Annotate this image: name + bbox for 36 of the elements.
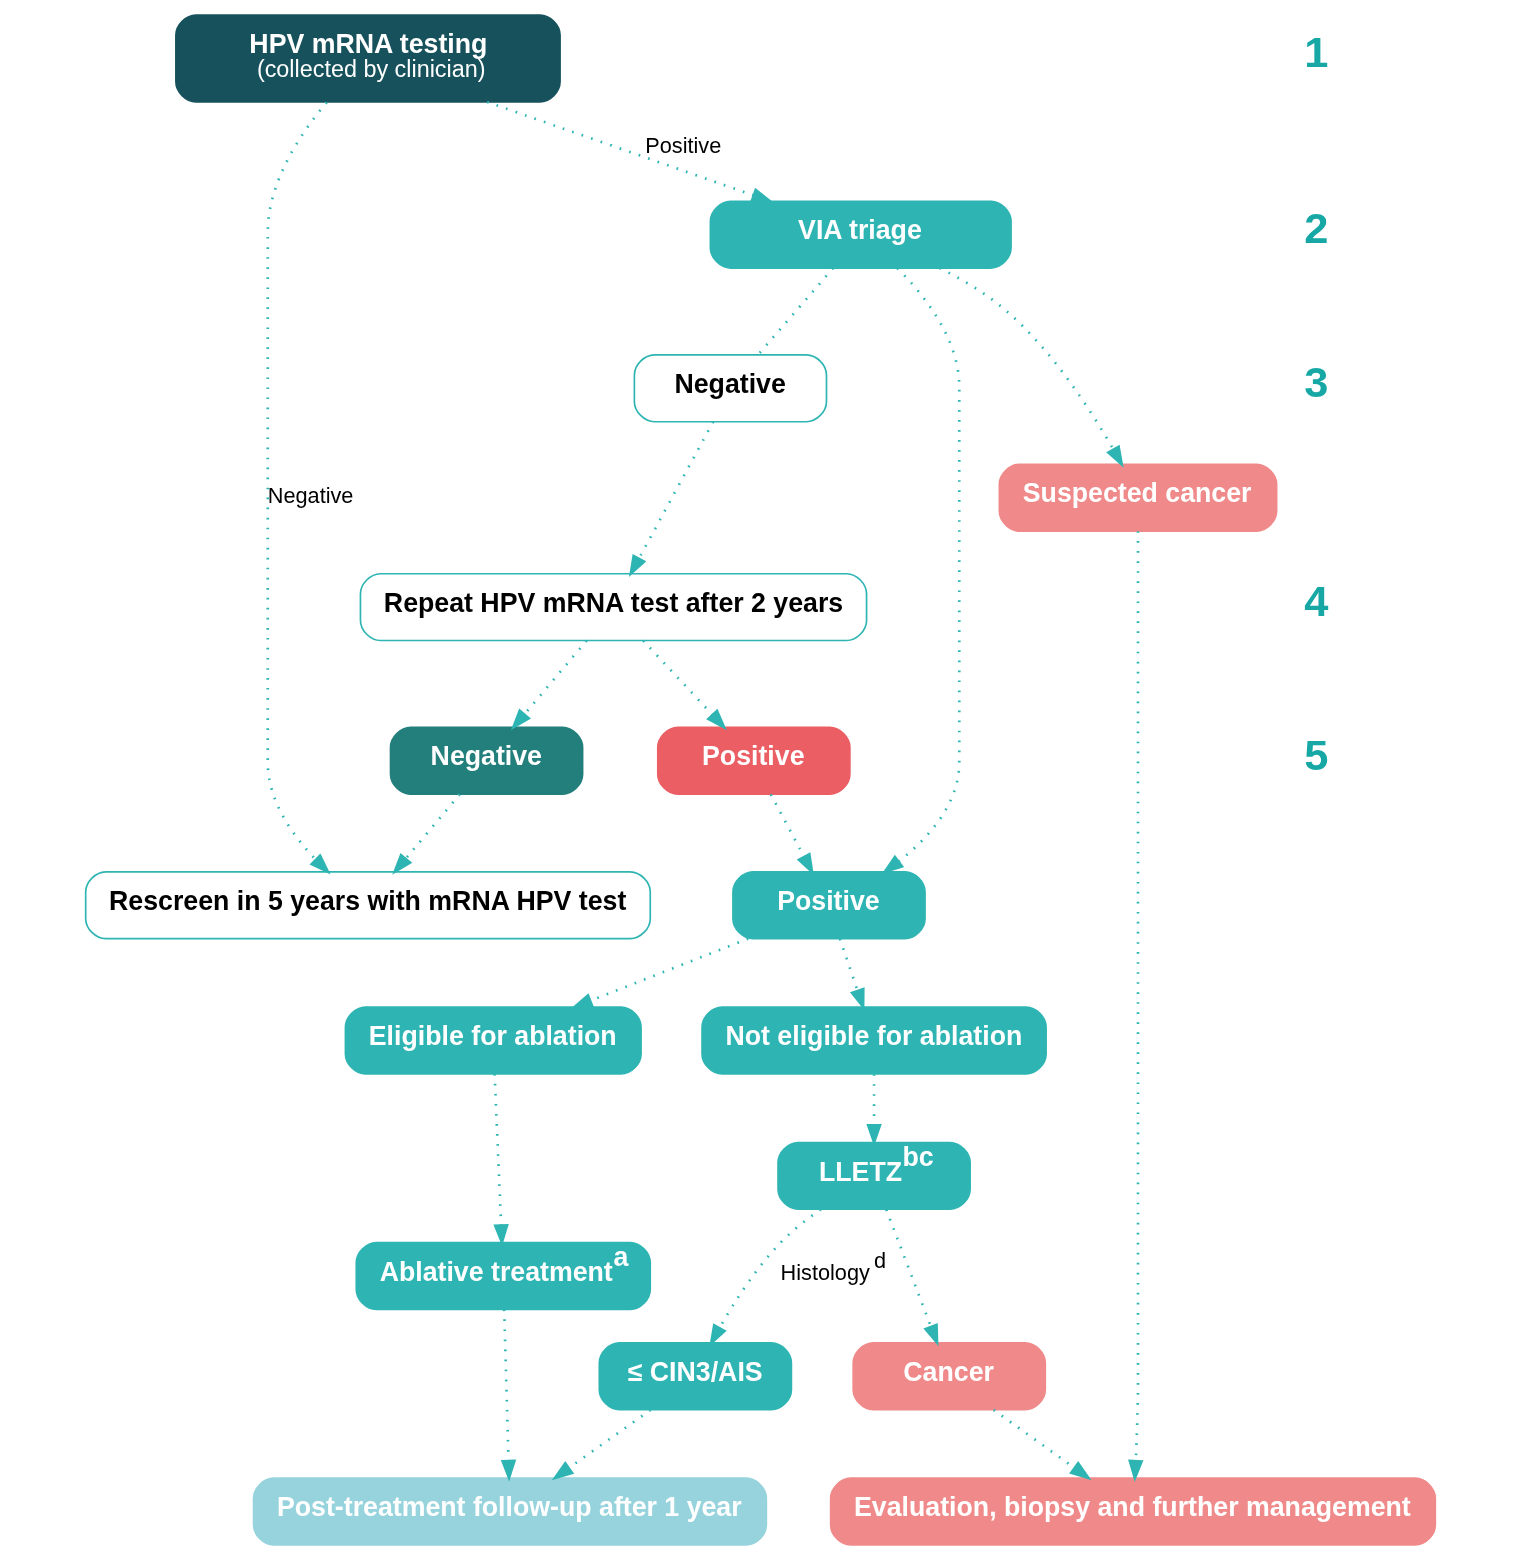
arrow <box>939 266 1124 468</box>
arrow <box>500 1309 517 1482</box>
node-box: Cancer <box>852 1342 1047 1411</box>
node-box: Evaluation, biopsy and further management <box>829 1477 1437 1546</box>
node-box: Suspected cancer <box>998 463 1278 532</box>
arrow <box>570 937 749 1009</box>
label: 2 <box>1304 204 1329 253</box>
edge-label: Negative <box>267 483 354 509</box>
node-box: Post-treatment follow-up after 1 year <box>252 1477 768 1546</box>
edge-label: Positive <box>645 132 722 158</box>
arrow <box>1128 531 1144 1482</box>
node-box: ≤ CIN3/AIS <box>598 1342 793 1411</box>
node-box: Negative <box>633 354 828 423</box>
arrow <box>628 421 715 578</box>
arrow <box>642 639 727 731</box>
label: 4 <box>1304 576 1329 625</box>
node-box: Rescreen in 5 years with mRNA HPV test <box>84 871 652 940</box>
label: 1 <box>1304 28 1329 77</box>
node-box: Negative <box>389 726 584 796</box>
node-box: Positive <box>732 871 926 940</box>
connector <box>757 267 835 356</box>
label: 5 <box>1304 730 1329 779</box>
node-box: Eligible for ablation <box>344 1006 642 1075</box>
node-box: Repeat HPV mRNA test after 2 years <box>359 572 868 642</box>
arrow <box>392 793 461 875</box>
node-box: VIA triage <box>709 200 1012 269</box>
node-box: HPV mRNA testing (collected by clinician) <box>175 14 561 103</box>
arrow <box>510 639 588 731</box>
arrow <box>992 1408 1092 1481</box>
arrow <box>551 1408 652 1481</box>
arrow <box>885 1209 939 1347</box>
node-box: Positive <box>656 726 851 796</box>
arrow <box>266 101 331 875</box>
node-box: Not eligible for ablation <box>701 1006 1047 1075</box>
arrow <box>486 100 774 203</box>
label: 3 <box>1304 358 1329 407</box>
